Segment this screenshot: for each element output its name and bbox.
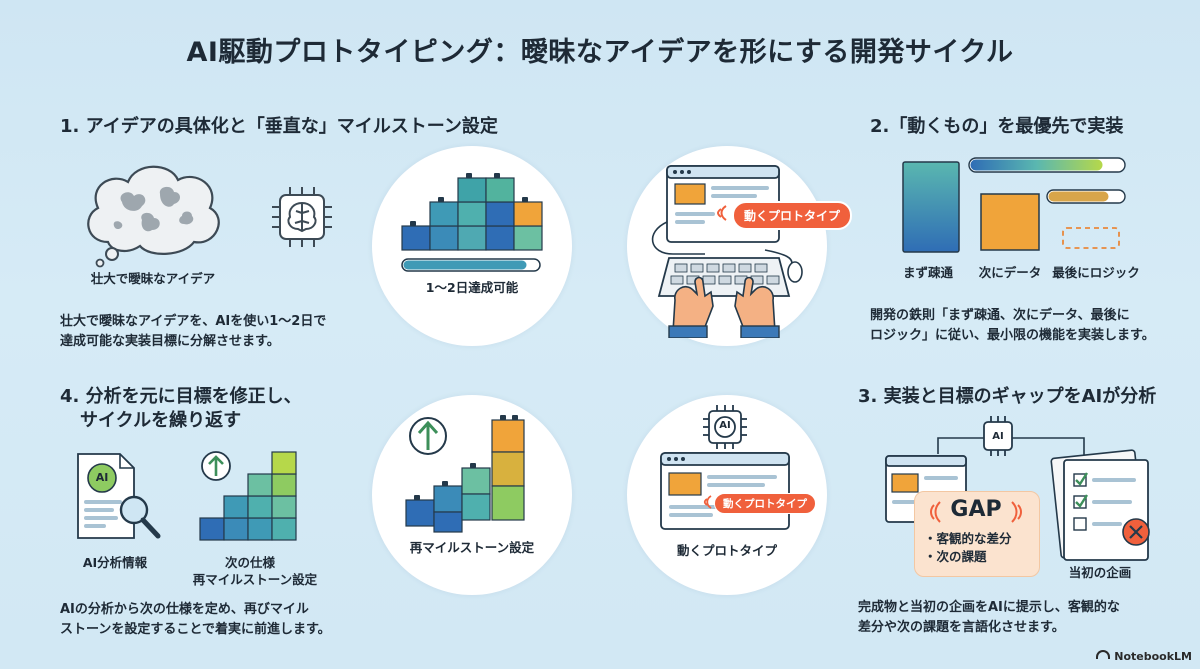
- step1-description-line2: 達成可能な実装目標に分解させます。: [60, 334, 280, 349]
- step3-description-line1: 完成物と当初の企画をAIに提示し、客観的な: [858, 600, 1120, 615]
- signal-waves-small-icon: [703, 495, 712, 509]
- step2-heading: 2.「動くもの」を最優先で実装: [870, 116, 1124, 137]
- step4-description-line1: AIの分析から次の仕様を定め、再びマイル: [60, 602, 309, 617]
- step2-description-line2: ロジック」に従い、最小限の機能を実装します。: [870, 328, 1155, 343]
- gap-item-diff: ・客観的な差分: [924, 531, 1012, 546]
- step1-heading: 1. アイデアの具体化と「垂直な」マイルストーン設定: [60, 116, 498, 137]
- ai-prototype-badge: 動くプロトタイプ: [714, 493, 816, 514]
- gap-signal-icon: [930, 501, 1022, 523]
- ai-brain-chip-icon: [272, 187, 332, 247]
- next-spec-label-line1: 次の仕様: [224, 555, 275, 570]
- rising-blocks-illustration: [405, 415, 525, 533]
- cloud-icon: [87, 165, 220, 268]
- cloud-label: 壮大で曖昧なアイデア: [90, 271, 216, 286]
- milestone-progress-bar: [401, 258, 541, 272]
- gap-analysis-illustration: [885, 416, 1150, 561]
- step3-heading: 3. 実装と目標のギャップをAIが分析: [858, 386, 1157, 407]
- signal-waves-icon: [717, 205, 727, 221]
- layer-label-logic: 最後にロジック: [1052, 265, 1140, 280]
- notebooklm-label: NotebookLM: [1114, 650, 1192, 663]
- layer-priority-diagram: [902, 157, 1126, 253]
- keyboard-hands-illustration: [651, 165, 803, 338]
- milestone-circle-label: 1〜2日達成可能: [425, 280, 519, 295]
- notebooklm-logo-icon: [1096, 650, 1111, 659]
- ai-prototype-label: 動くプロトタイプ: [676, 543, 777, 558]
- step2-description-line1: 開発の鉄則「まず疎通、次にデータ、最後に: [870, 308, 1130, 323]
- layer-label-connectivity: まず疎通: [902, 265, 953, 280]
- working-prototype-badge: 動くプロトタイプ: [732, 201, 853, 230]
- original-plan-label: 当初の企画: [1068, 565, 1132, 580]
- ai-report-icon: [77, 453, 161, 539]
- step1-description-line1: 壮大で曖昧なアイデアを、AIを使い1〜2日で: [60, 314, 327, 329]
- vertical-blocks-illustration: [401, 173, 543, 251]
- ai-report-label: AI分析情報: [82, 555, 148, 570]
- next-spec-label-line2: 再マイルストーン設定: [192, 572, 318, 587]
- step4-heading-line1: 4. 分析を元に目標を修正し、: [60, 386, 302, 407]
- re-milestone-circle-label: 再マイルストーン設定: [409, 540, 535, 555]
- stairs-blocks-illustration: [199, 451, 297, 541]
- step3-description-line2: 差分や次の課題を言語化させます。: [858, 620, 1065, 635]
- gap-title: GAP: [950, 497, 1002, 522]
- layer-label-data: 次にデータ: [978, 265, 1042, 280]
- report-ai-text: AI: [95, 471, 109, 484]
- step4-heading-line2: サイクルを繰り返す: [80, 410, 242, 431]
- center-chip-ai-text: AI: [719, 420, 731, 431]
- gap-chip-ai-text: AI: [992, 431, 1004, 442]
- page-title: AI駆動プロトタイピング：曖昧なアイデアを形にする開発サイクル: [186, 37, 1014, 68]
- step4-description-line2: ストーンを設定することで着実に前進します。: [60, 622, 331, 637]
- gap-item-next: ・次の課題: [924, 549, 987, 564]
- notebooklm-watermark: NotebookLM: [1096, 650, 1192, 663]
